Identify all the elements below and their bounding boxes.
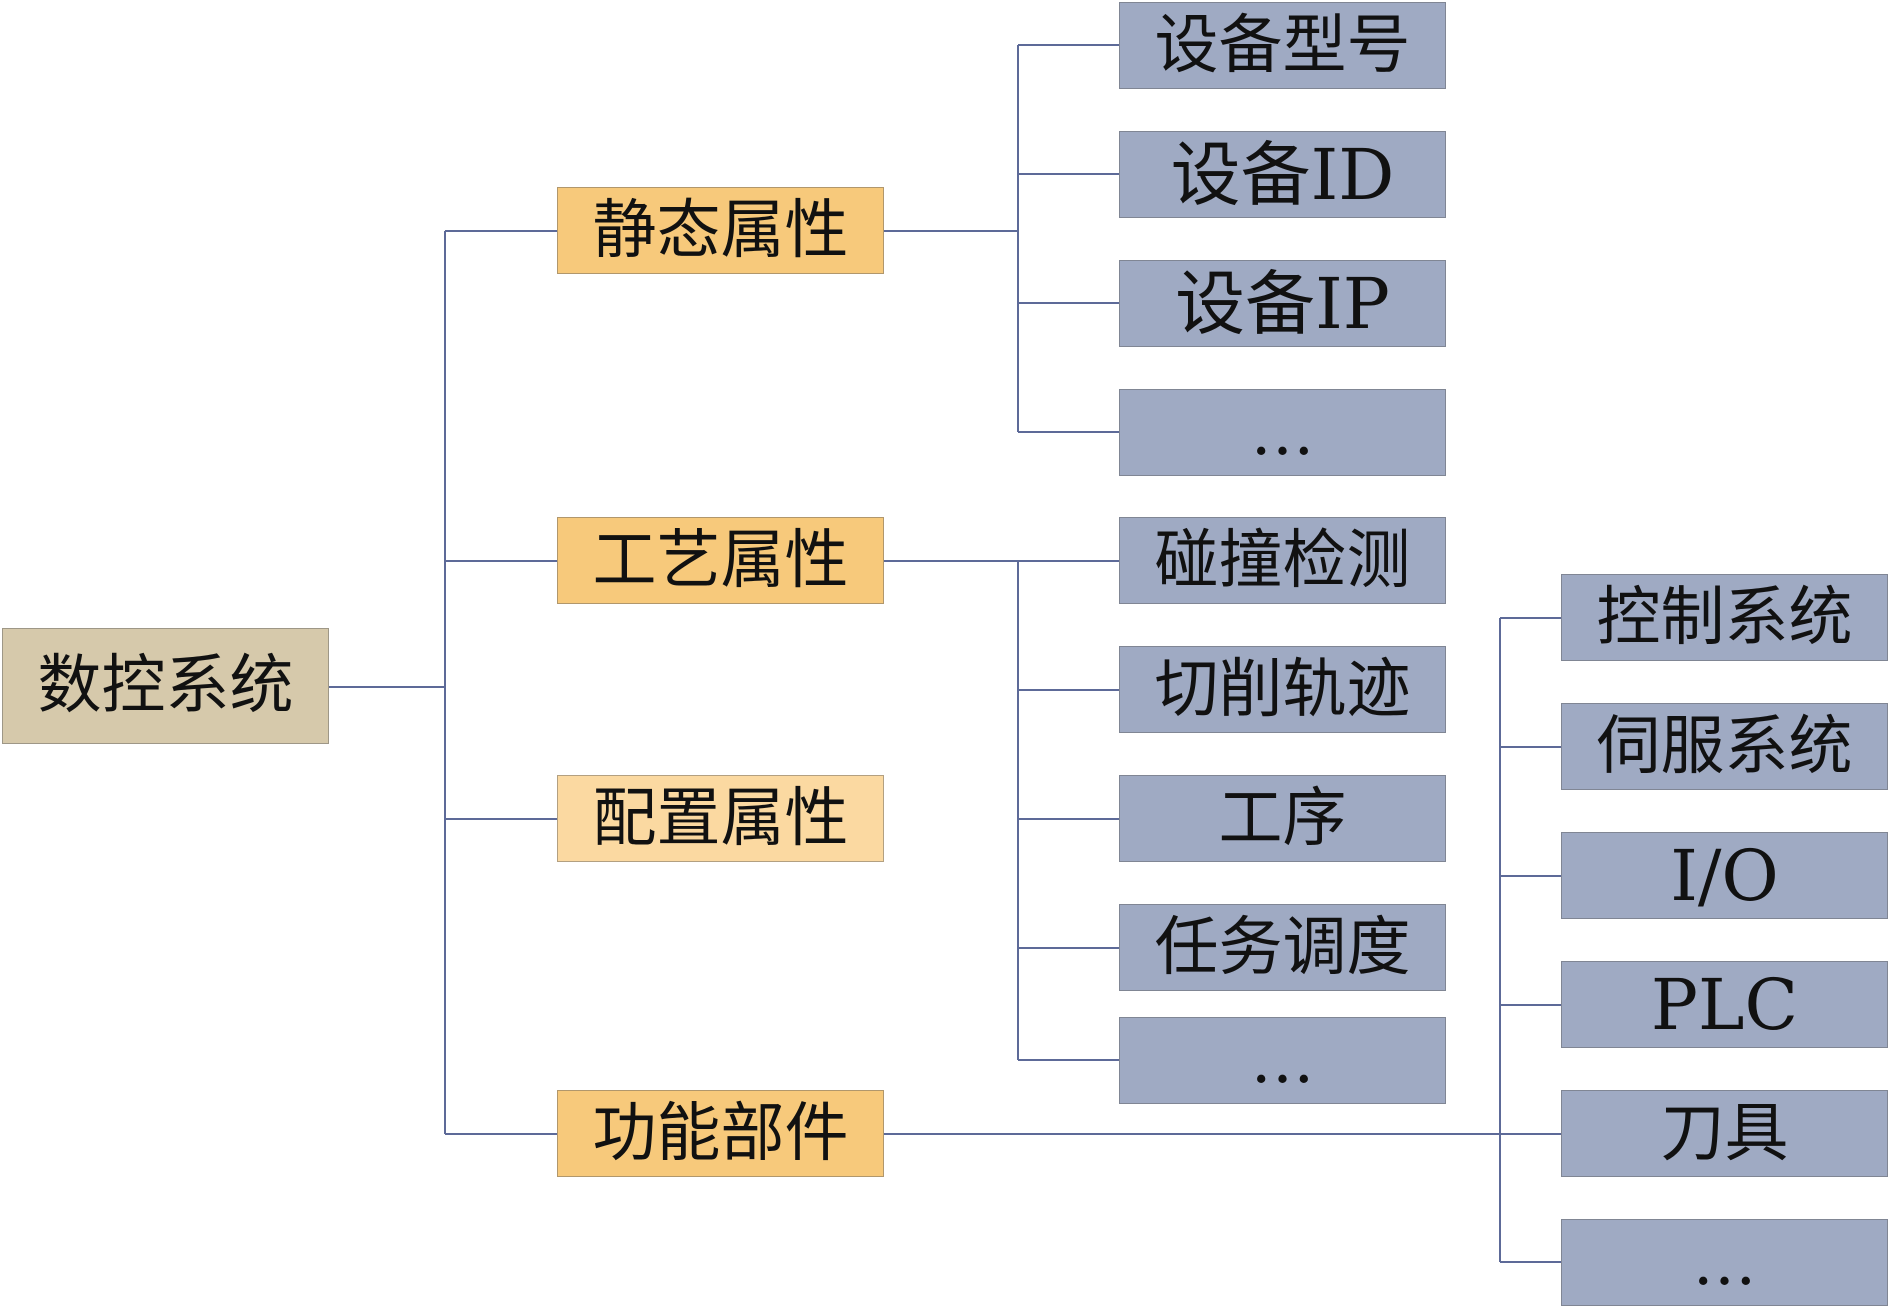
branch-process-attributes: 工艺属性 (557, 517, 884, 604)
leaf-operation: 工序 (1119, 775, 1446, 862)
leaf-device-ip: 设备IP (1119, 260, 1446, 347)
leaf-task-scheduling: 任务调度 (1119, 904, 1446, 991)
branch-functional-parts: 功能部件 (557, 1090, 884, 1177)
leaf-servo-system: 伺服系统 (1561, 703, 1888, 790)
leaf-cutting-tool: 刀具 (1561, 1090, 1888, 1177)
leaf-static-more: … (1119, 389, 1446, 476)
leaf-device-id: 设备ID (1119, 131, 1446, 218)
leaf-control-system: 控制系统 (1561, 574, 1888, 661)
leaf-cutting-trajectory: 切削轨迹 (1119, 646, 1446, 733)
branch-static-attributes: 静态属性 (557, 187, 884, 274)
leaf-process-more: … (1119, 1017, 1446, 1104)
leaf-io: I/O (1561, 832, 1888, 919)
leaf-parts-more: … (1561, 1219, 1888, 1306)
root-node: 数控系统 (2, 628, 329, 744)
leaf-collision-detection: 碰撞检测 (1119, 517, 1446, 604)
leaf-device-model: 设备型号 (1119, 2, 1446, 89)
branch-config-attributes: 配置属性 (557, 775, 884, 862)
leaf-plc: PLC (1561, 961, 1888, 1048)
